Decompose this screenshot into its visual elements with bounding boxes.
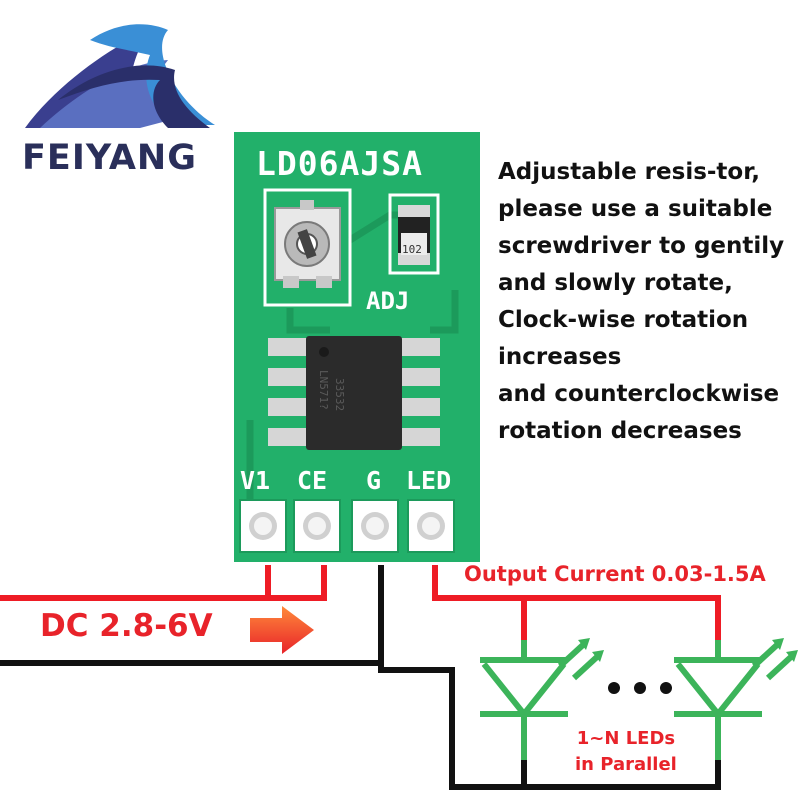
led-symbol-2 <box>674 640 795 760</box>
leds-label-line-1: 1~N LEDs <box>576 728 676 749</box>
input-arrow-icon <box>250 606 314 654</box>
description-line: please use a suitable <box>498 196 773 222</box>
led-symbol-1 <box>480 640 601 760</box>
resistor-marking: 102 <box>402 243 422 256</box>
description-line: screwdriver to gentily <box>498 233 785 259</box>
chip-marking-1: LN571? <box>317 370 330 410</box>
ic-chip <box>268 336 440 450</box>
leds-label-line-2: in Parallel <box>575 754 677 775</box>
feiyang-wave-logo <box>25 24 215 128</box>
board-title: LD06AJSA <box>256 144 423 183</box>
leds-parallel-label: 1~N LEDs in Parallel <box>575 726 677 778</box>
description-line: Clock-wise rotation <box>498 307 749 333</box>
pin-label-v1: V1 <box>240 466 271 495</box>
potentiometer[interactable] <box>274 200 341 288</box>
input-voltage-label: DC 2.8-6V <box>40 608 213 644</box>
ellipsis-dots <box>608 682 672 694</box>
pin-label-g: G <box>366 466 382 495</box>
pin-label-led: LED <box>406 466 452 495</box>
resistor-102 <box>388 193 440 275</box>
wires <box>0 565 721 790</box>
adjustment-description: Adjustable resis-tor, please use a suita… <box>498 154 798 450</box>
pin-pads <box>239 499 455 553</box>
description-line: rotation decreases <box>498 418 742 444</box>
adj-label: ADJ <box>366 287 410 315</box>
potentiometer-outline <box>263 188 352 307</box>
led-2-light-arrows <box>772 638 798 662</box>
description-line: and counterclockwise <box>498 381 780 407</box>
description-line: increases <box>498 344 622 370</box>
description-line: and slowly rotate, <box>498 270 733 296</box>
description-line: Adjustable resis-tor, <box>498 159 760 185</box>
led-1-light-arrows <box>578 638 604 662</box>
chip-marking-2: 33532 <box>333 378 346 412</box>
pin-label-ce: CE <box>297 466 328 495</box>
output-current-label: Output Current 0.03-1.5A <box>464 562 766 586</box>
brand-logo-text: FEIYANG <box>22 138 197 178</box>
